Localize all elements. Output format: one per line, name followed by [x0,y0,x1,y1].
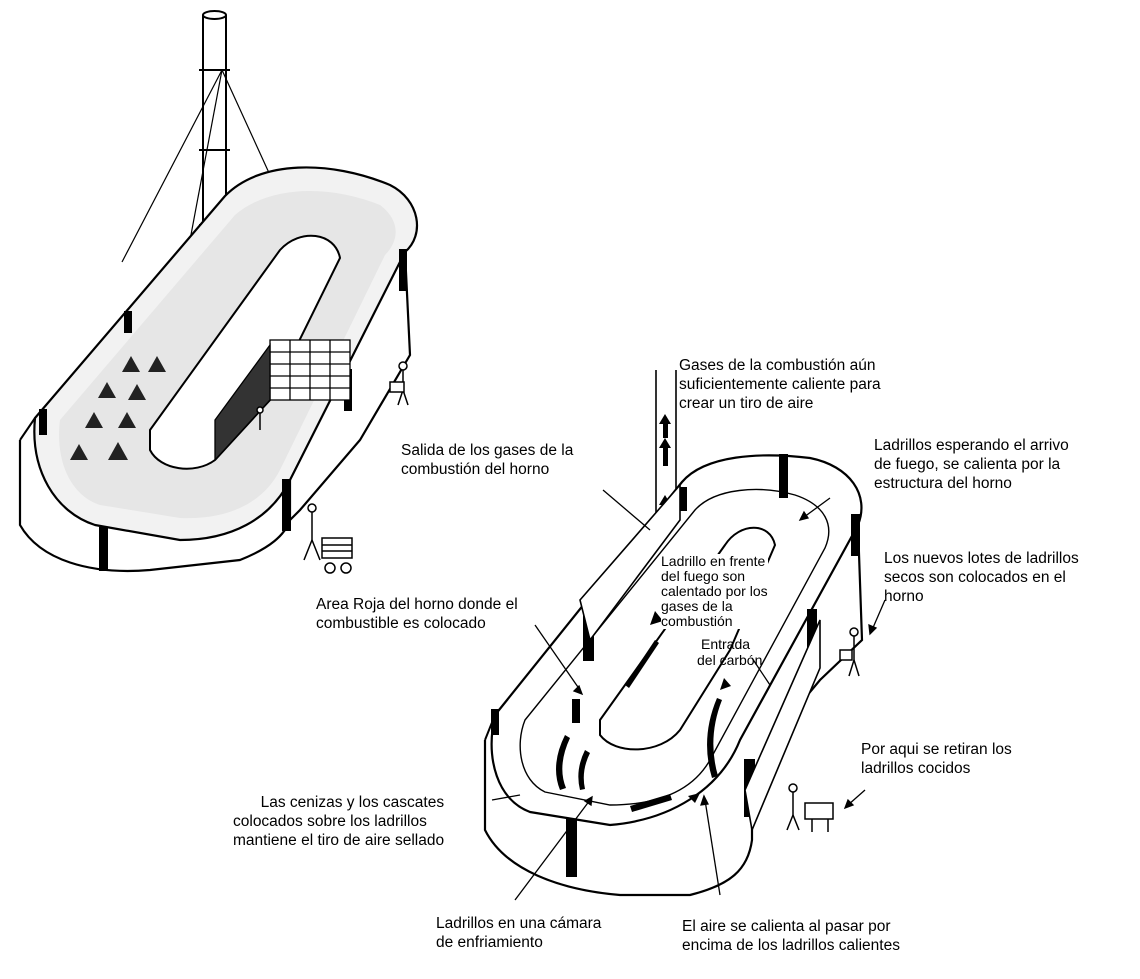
label-line: El aire se calienta al pasar por [682,918,891,935]
label-line: crear un tiro de aire [679,395,814,412]
label-line: Ladrillo en frente [661,553,766,569]
label-line: Las cenizas y los cascates [260,794,445,811]
label-line: calentado por los [661,583,768,599]
label-line: ladrillos cocidos [861,760,971,777]
label-line: Gases de la combustión aún [679,357,876,374]
label-line: colocados sobre los ladrillos [233,813,427,830]
label-line: combustible es colocado [316,615,486,632]
label-line: combustión [661,613,733,629]
label-line: combustión del horno [401,461,550,478]
label-entrada-carbon: Entrada del carbón [697,636,762,668]
label-line: suficientemente caliente para [679,376,881,393]
label-line: estructura del horno [874,475,1012,492]
label-line: de fuego, se calienta por la [874,456,1061,473]
label-line: del fuego son [661,568,746,584]
label-line: Por aqui se retiran los [861,741,1012,758]
label-line: Ladrillos en una cámara [436,915,602,932]
label-ladrillos-esperando: Ladrillos esperando el arrivo de fuego, … [874,436,1069,493]
label-line: Salida de los gases de la [401,442,574,459]
label-ladrillo-frente: Ladrillo en frente del fuego son calenta… [661,554,768,629]
label-nuevos-lotes: Los nuevos lotes de ladrillos secos son … [884,549,1079,606]
right-kiln [483,370,864,897]
label-line: de enfriamiento [436,934,543,951]
label-line: del carbón [697,652,763,668]
label-line: mantiene el tiro de aire sellado [233,832,445,849]
label-line: Entrada [701,636,751,652]
label-salida-gases: Salida de los gases de la combustión del… [401,441,573,479]
label-gases-chimenea: Gases de la combustión aún suficientemen… [679,356,881,413]
label-line: Area Roja del horno donde el [316,596,518,613]
leader-lines [491,489,886,901]
label-aire-calienta: El aire se calienta al pasar por encima … [682,917,900,955]
label-line: secos son colocados en el [884,569,1066,586]
label-camara-enfriamiento: Ladrillos en una cámara de enfriamiento [436,914,601,952]
label-line: encima de los ladrillos calientes [682,937,900,954]
label-retiran: Por aqui se retiran los ladrillos cocido… [861,740,1012,778]
label-line: Ladrillos esperando el arrivo [874,437,1069,454]
label-line: gases de la [661,598,733,614]
label-line: Los nuevos lotes de ladrillos [884,550,1079,567]
label-cenizas: Las cenizas y los cascates colocados sob… [233,793,444,850]
label-area-roja: Area Roja del horno donde el combustible… [316,595,518,633]
label-line: horno [884,588,924,605]
left-kiln [18,10,419,574]
